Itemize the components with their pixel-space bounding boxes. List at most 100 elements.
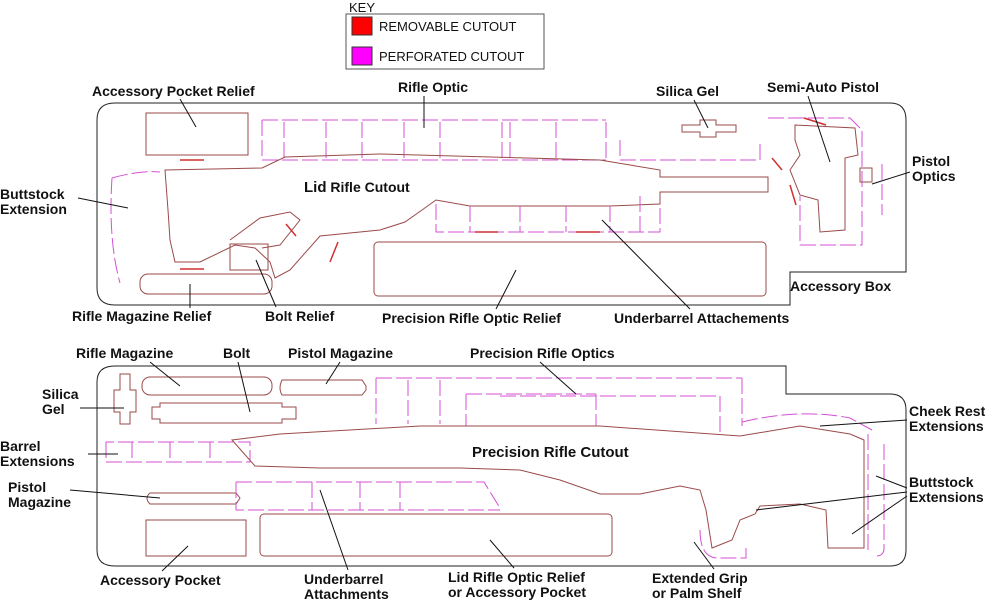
label-pistol-magazine-top: Pistol Magazine — [288, 345, 393, 361]
label-buttstock-extension-1: Buttstock — [0, 186, 65, 202]
underbarrel-perforation — [235, 481, 501, 511]
lid-prefix: Lid — [304, 179, 327, 196]
removable-slot — [329, 241, 339, 263]
label-semi-auto-pistol: Semi-Auto Pistol — [767, 79, 879, 95]
leader-line — [69, 489, 161, 499]
leader-line — [489, 539, 515, 569]
key-legend: KEY REMOVABLE CUTOUT PERFORATED CUTOUT — [345, 0, 545, 70]
label-rifle-magazine-relief: Rifle Magazine Relief — [72, 308, 212, 324]
leader-line — [693, 99, 709, 129]
removable-slot — [803, 117, 827, 126]
removable-slot — [285, 223, 297, 237]
bolt-relief-cutout — [229, 243, 269, 271]
key-title: KEY — [349, 0, 375, 15]
silica-gel-cutout — [113, 373, 137, 425]
leader-line — [179, 98, 197, 128]
label-pistol-optics-2: Optics — [912, 168, 956, 184]
leader-line — [161, 545, 189, 572]
removable-slot — [771, 157, 783, 171]
label-cheek-rest-extensions-1: Cheek Rest — [909, 403, 986, 419]
underbarrel-perforation — [435, 196, 661, 233]
precision-rifle-cutout — [230, 425, 865, 549]
optic-side-perforation — [619, 140, 761, 161]
lid-rest: Rifle Cutout — [327, 179, 411, 195]
semi-auto-pistol-cutout — [789, 124, 859, 233]
leader-line — [237, 361, 251, 413]
label-precision-rifle-optics: Precision Rifle Optics — [470, 345, 615, 361]
cheek-rest-perforation — [741, 413, 873, 431]
label-bolt-relief: Bolt Relief — [265, 308, 335, 324]
label-silica-gel-1: Silica — [42, 386, 79, 402]
label-rifle-magazine: Rifle Magazine — [76, 345, 173, 361]
leader-line — [755, 491, 908, 511]
label-extended-grip-1: Extended Grip — [652, 570, 748, 586]
leader-line — [319, 489, 349, 571]
label-underbarrel-attachments-1: Underbarrel — [304, 571, 383, 587]
leader-line — [851, 495, 908, 535]
rifle-magazine-relief-cutout — [139, 273, 273, 295]
lid-rifle-cutout — [164, 153, 769, 279]
perforated-label: PERFORATED CUTOUT — [379, 49, 524, 64]
accessory-pocket-relief-cutout — [145, 112, 249, 156]
leader-line — [871, 171, 911, 185]
leader-line — [875, 475, 908, 489]
pistol-optic-cutout — [859, 167, 873, 183]
lid-labels: Accessory Pocket Relief Rifle Optic Sili… — [0, 79, 956, 326]
label-extended-grip-2: or Palm Shelf — [652, 585, 742, 601]
grip-cutout — [229, 211, 301, 249]
base-labels: Rifle Magazine Bolt Pistol Magazine Prec… — [0, 345, 986, 602]
rifle-optic-perforation — [261, 119, 607, 161]
leader-line — [693, 541, 715, 570]
label-lid-rifle-cutout: Lid Rifle Cutout — [304, 179, 410, 196]
leader-line — [807, 95, 831, 163]
label-underbarrel-attachments-2: Attachments — [304, 586, 389, 602]
label-accessory-pocket: Accessory Pocket — [100, 572, 221, 588]
label-accessory-box: Accessory Box — [790, 278, 891, 294]
label-pistol-optics-1: Pistol — [912, 153, 950, 169]
label-buttstock-extensions-1: Buttstock — [909, 474, 974, 490]
label-underbarrel-attachements: Underbarrel Attachements — [614, 310, 790, 326]
removable-label: REMOVABLE CUTOUT — [379, 19, 517, 34]
label-lid-optic-relief-1: Lid Rifle Optic Relief — [448, 569, 585, 585]
lid-tray-outline — [96, 102, 907, 306]
precision-rifle-optics-perforation — [375, 377, 743, 434]
leader-line — [539, 361, 577, 395]
label-lid-optic-relief-2: or Accessory Pocket — [448, 584, 586, 600]
label-silica-gel-2: Gel — [42, 401, 65, 417]
base-tray-outline — [96, 365, 907, 567]
label-bolt: Bolt — [223, 345, 251, 361]
label-silica-gel: Silica Gel — [656, 83, 719, 99]
leader-line — [255, 259, 277, 308]
buttstock-extension-perforation — [110, 171, 161, 284]
label-rifle-optic: Rifle Optic — [398, 79, 468, 95]
label-precision-rifle-optic-relief: Precision Rifle Optic Relief — [382, 310, 561, 326]
leader-line — [77, 197, 129, 209]
removable-slot — [789, 184, 797, 206]
key-box — [345, 13, 545, 70]
pistol-perforation — [768, 117, 863, 246]
lid-optic-relief-cutout — [259, 513, 613, 557]
base-tray — [96, 365, 907, 567]
accessory-pocket-cutout — [145, 519, 247, 557]
pistol-magazine-left-cutout — [146, 492, 241, 505]
leader-line — [819, 419, 908, 427]
label-buttstock-extensions-2: Extensions — [909, 489, 984, 505]
label-accessory-pocket-relief: Accessory Pocket Relief — [92, 83, 255, 99]
barrel-extensions-perforation — [105, 441, 251, 463]
precision-rifle-optic-relief-cutout — [373, 241, 767, 297]
silica-gel-cutout — [681, 119, 737, 138]
label-barrel-extensions-2: Extensions — [0, 453, 75, 469]
label-pistol-magazine-left-1: Pistol — [8, 479, 46, 495]
label-pistol-magazine-left-2: Magazine — [8, 494, 71, 510]
buttstock-perforation — [867, 434, 885, 557]
bolt-cutout — [151, 402, 297, 424]
label-cheek-rest-extensions-2: Extensions — [909, 418, 984, 434]
perforated-swatch — [351, 46, 373, 66]
label-barrel-extensions-1: Barrel — [0, 438, 40, 454]
lid-tray — [96, 102, 907, 306]
leader-line — [495, 269, 517, 310]
leader-line — [149, 361, 181, 387]
extended-grip-perforation — [699, 529, 747, 559]
label-buttstock-extension-2: Extension — [0, 201, 67, 217]
